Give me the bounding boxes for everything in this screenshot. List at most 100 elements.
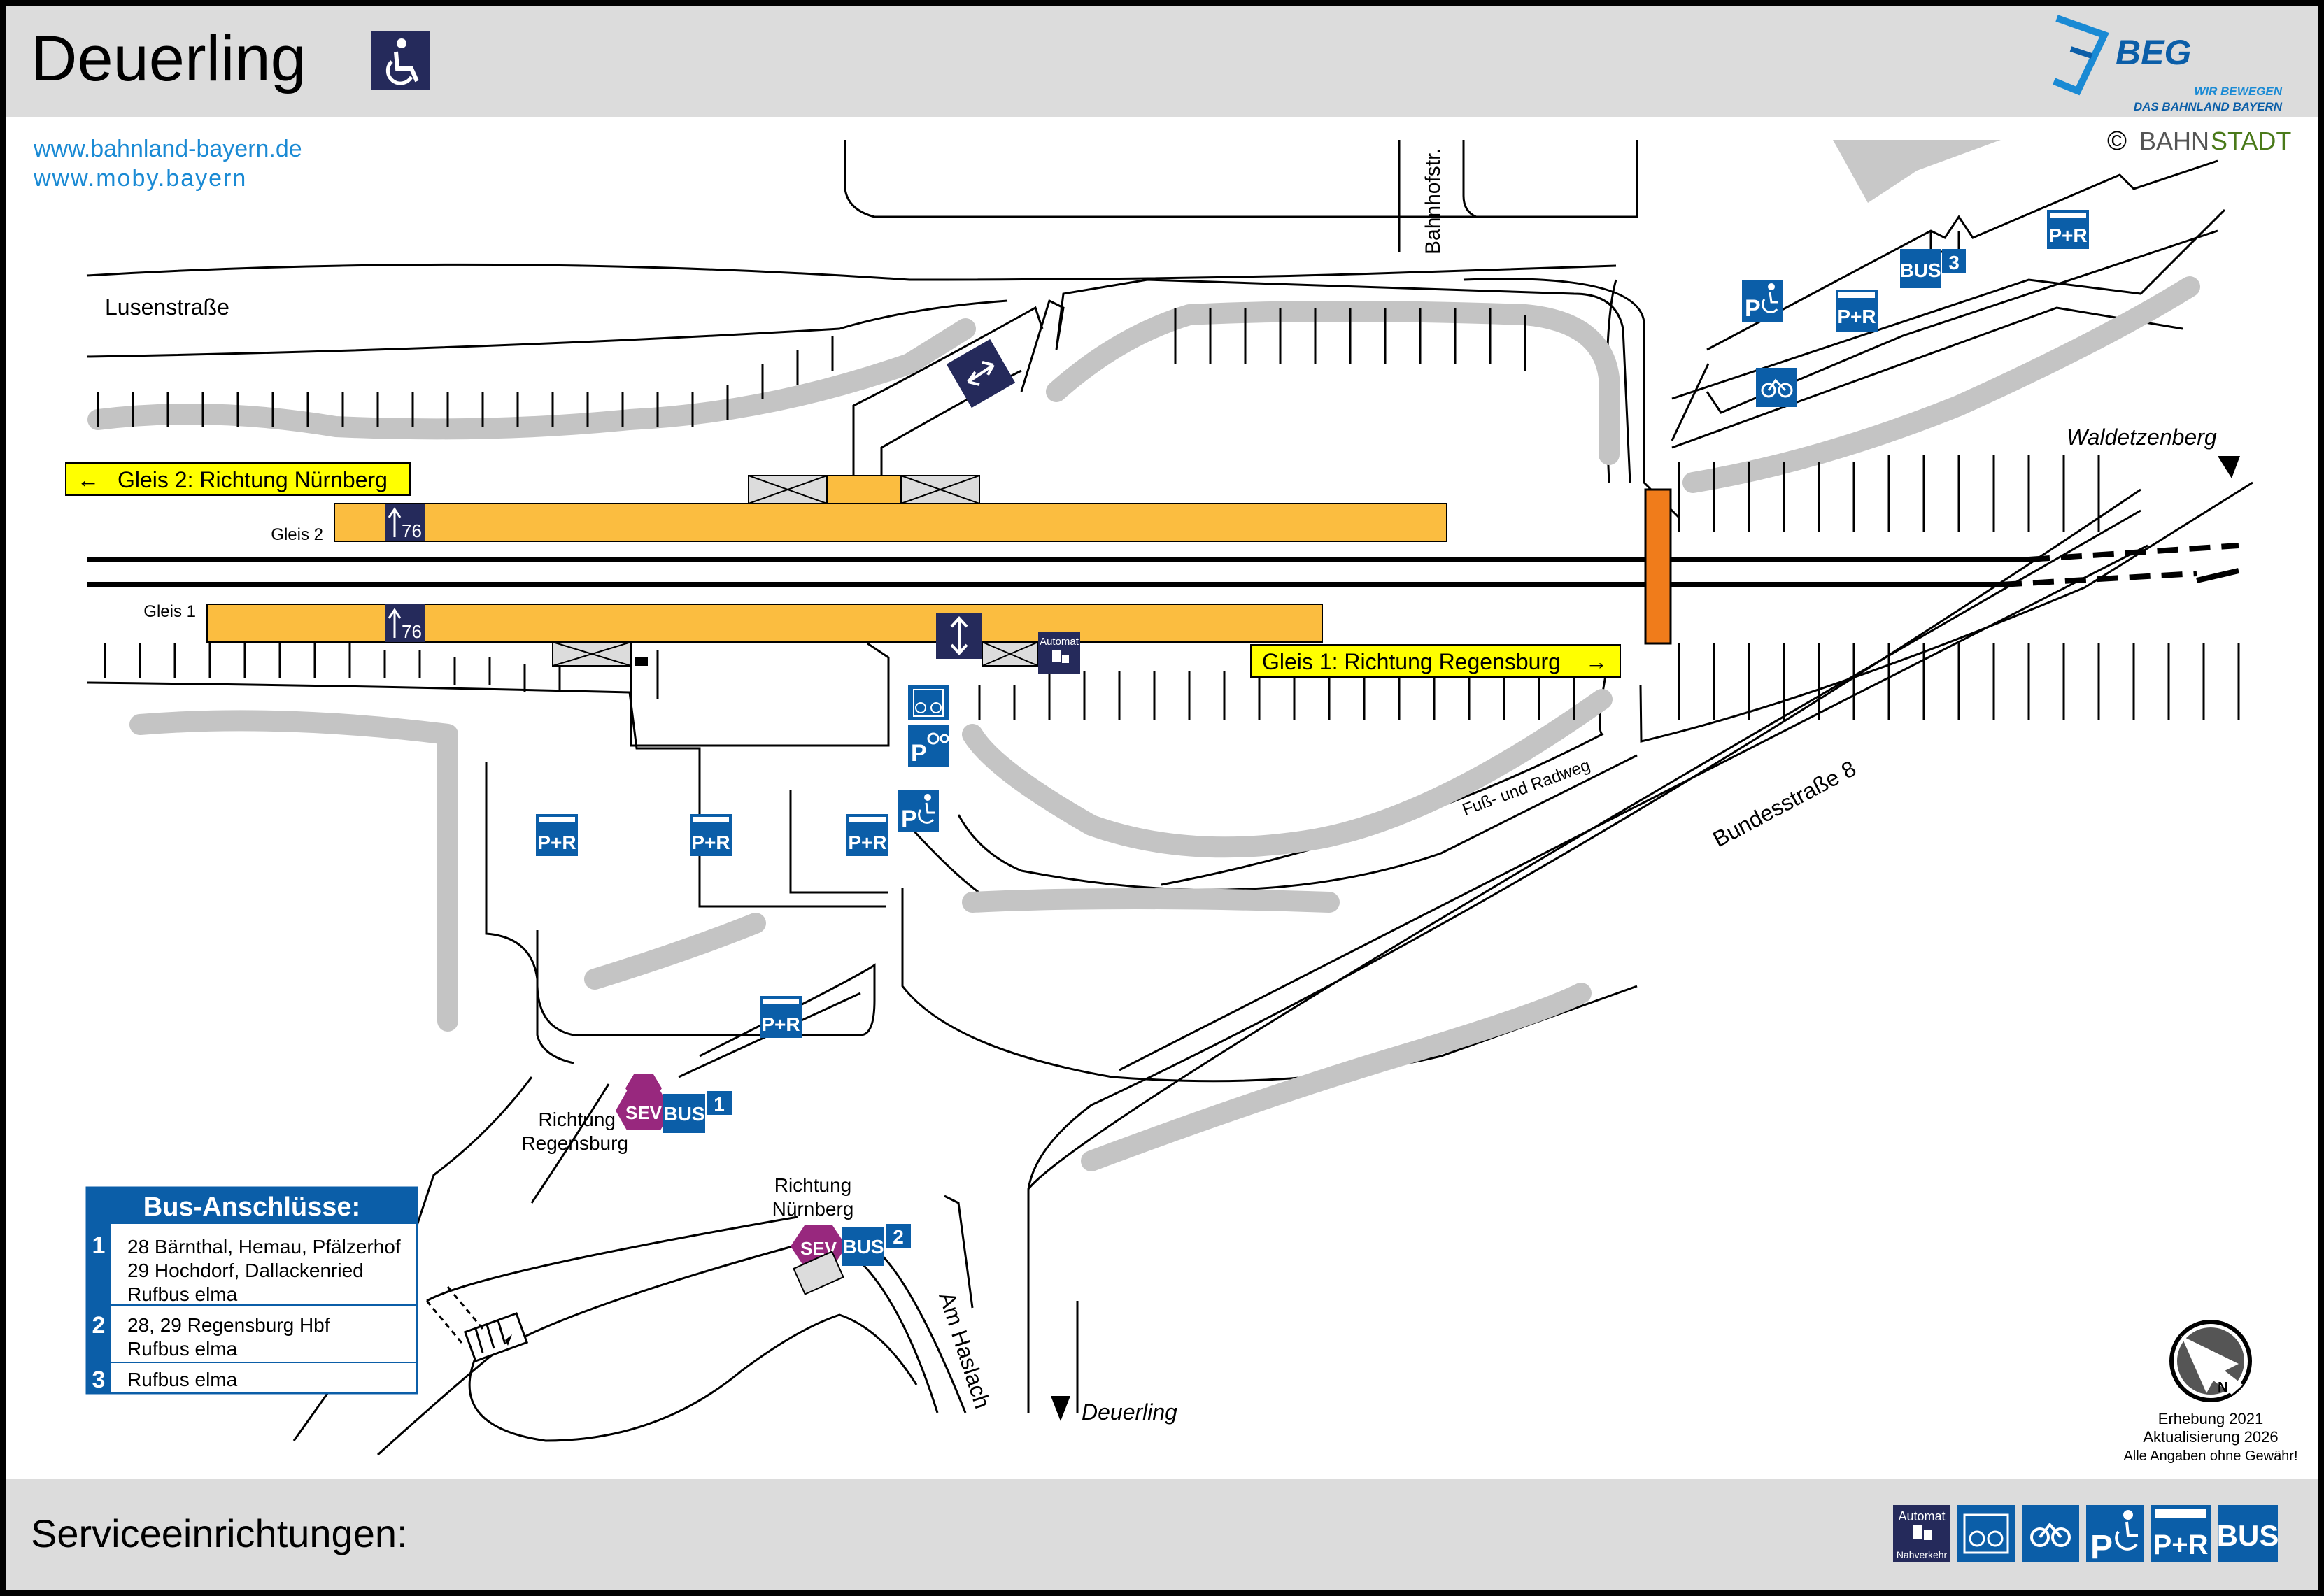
bus-connection-row: 1 28 Bärnthal, Hemau, Pfälzerhof 29 Hoch…	[92, 1232, 401, 1305]
svg-text:Gleis 1: Richtung Regensburg: Gleis 1: Richtung Regensburg	[1262, 649, 1561, 674]
svg-text:WIR BEWEGEN: WIR BEWEGEN	[2194, 85, 2282, 98]
svg-text:3: 3	[92, 1367, 106, 1393]
station-title: Deuerling	[31, 23, 306, 94]
svg-text:BUS: BUS	[1899, 259, 1941, 281]
platform-height-badge-1: 76	[385, 604, 425, 642]
accessible-parking-icon: P	[2086, 1505, 2144, 1566]
stairs-icon	[425, 1286, 529, 1362]
elevator-icon	[946, 339, 1016, 408]
platform-access-2	[826, 475, 902, 504]
beg-logo: BEG WIR BEWEGEN DAS BAHNLAND BAYERN	[2053, 15, 2283, 113]
bus-connections-panel: Bus-Anschlüsse: 1 28 Bärnthal, Hemau, Pf…	[85, 1186, 418, 1395]
gleis-1-label: Gleis 1	[143, 602, 196, 621]
bus-connections-title: Bus-Anschlüsse:	[143, 1192, 360, 1222]
elevator-icon-2	[936, 613, 982, 659]
north-arrow-icon: N	[2169, 1320, 2252, 1402]
svg-text:P+R: P+R	[2048, 225, 2087, 246]
svg-text:29 Hochdorf, Dallackenried: 29 Hochdorf, Dallackenried	[127, 1260, 364, 1281]
svg-text:P+R: P+R	[1837, 306, 1876, 327]
svg-text:BUS: BUS	[2217, 1519, 2279, 1552]
svg-text:©: ©	[2107, 127, 2127, 156]
service-facilities-title: Serviceeinrichtungen:	[31, 1511, 408, 1555]
svg-text:Rufbus elma: Rufbus elma	[127, 1369, 238, 1390]
svg-text:←: ←	[77, 467, 99, 492]
street-bahnhofstr: Bahnhofstr.	[1422, 148, 1445, 255]
bike-box-icon	[1957, 1505, 2015, 1562]
svg-text:P+R: P+R	[691, 832, 730, 853]
bus-stop-1-direction: Richtung	[538, 1109, 616, 1130]
svg-text:P+R: P+R	[761, 1013, 800, 1035]
park-and-ride-icon: P+R	[690, 814, 732, 856]
svg-text:Gleis 2: Richtung Nürnberg: Gleis 2: Richtung Nürnberg	[118, 467, 388, 492]
direction-arrow-waldetzenberg	[2218, 456, 2240, 478]
street-lusenstrasse: Lusenstraße	[105, 294, 229, 320]
svg-text:N: N	[2218, 1380, 2227, 1395]
direction-arrow-deuerling	[1051, 1396, 1070, 1421]
platform-gleis-2	[334, 503, 1447, 542]
svg-text:Automat: Automat	[1898, 1509, 1945, 1523]
bus-parking-edge-2	[1706, 229, 2218, 414]
svg-text:BAHN: BAHN	[2139, 127, 2209, 155]
bus-stop-2: SEV BUS 2	[791, 1224, 911, 1295]
svg-text:BEG: BEG	[2116, 33, 2191, 72]
svg-text:STADT: STADT	[2211, 127, 2291, 155]
svg-text:28 Bärnthal, Hemau, Pfälzerhof: 28 Bärnthal, Hemau, Pfälzerhof	[127, 1236, 401, 1257]
park-and-ride-icon: P+R	[760, 996, 802, 1038]
ticket-machine-icon: Automat	[1038, 632, 1080, 674]
svg-text:Rufbus elma: Rufbus elma	[127, 1338, 238, 1360]
motorbike-parking-icon: P	[908, 725, 949, 767]
svg-text:Rufbus elma: Rufbus elma	[127, 1283, 238, 1305]
bus-stop-2-destination: Nürnberg	[772, 1198, 854, 1220]
header-bar	[6, 6, 2318, 117]
bus-connection-row: 3 Rufbus elma	[92, 1367, 238, 1393]
bahnhofstr-loop	[1020, 278, 1631, 483]
bus-parking-edge	[1706, 159, 2218, 351]
survey-update: Aktualisierung 2026	[2143, 1428, 2278, 1446]
svg-text:BUS: BUS	[842, 1236, 884, 1257]
bus-stop-1-destination: Regensburg	[521, 1132, 628, 1154]
fence-ticks	[97, 308, 2240, 720]
park-and-ride-icon: P+R	[536, 814, 578, 856]
road-network	[86, 140, 2253, 1456]
bike-parking-icon	[1756, 368, 1797, 407]
bus-icon: BUS	[2217, 1505, 2279, 1562]
bus-stop-3-icon: BUS 3	[1899, 249, 1966, 288]
svg-text:P: P	[2090, 1529, 2113, 1566]
park-and-ride-icon: P+R	[2047, 210, 2089, 249]
gleis-2-direction-sign: ← Gleis 2: Richtung Nürnberg	[65, 462, 411, 496]
wheelchair-icon	[371, 31, 430, 90]
svg-text:Automat: Automat	[1040, 636, 1079, 648]
railway-tracks	[87, 543, 2239, 587]
svg-text:P: P	[1745, 295, 1761, 322]
svg-text:2: 2	[893, 1226, 904, 1248]
platform-gleis-1	[206, 604, 1323, 643]
bike-box-icon	[908, 685, 949, 720]
svg-text:→: →	[1585, 649, 1608, 674]
gleis-2-label: Gleis 2	[271, 525, 323, 544]
svg-text:3: 3	[1948, 252, 1960, 273]
station-building	[630, 642, 890, 747]
svg-text:DAS BAHNLAND BAYERN: DAS BAHNLAND BAYERN	[2134, 100, 2283, 113]
bus-connection-row: 2 28, 29 Regensburg Hbf Rufbus elma	[92, 1312, 330, 1360]
accessible-parking-icon: P	[1742, 280, 1783, 322]
survey-disclaimer: Alle Angaben ohne Gewähr!	[2123, 1448, 2297, 1464]
building-area	[1833, 140, 2001, 203]
svg-text:P+R: P+R	[848, 832, 886, 853]
svg-text:1: 1	[714, 1093, 725, 1115]
gleis-1-direction-sign: Gleis 1: Richtung Regensburg →	[1250, 644, 1621, 678]
svg-text:P: P	[901, 806, 917, 832]
svg-text:76: 76	[402, 621, 422, 642]
svg-text:1: 1	[92, 1232, 106, 1259]
link-bahnland-bayern[interactable]: www.bahnland-bayern.de	[33, 136, 302, 162]
ticket-machine-icon: Automat Nahverkehr	[1893, 1505, 1950, 1562]
svg-text:P+R: P+R	[2153, 1530, 2209, 1560]
park-and-ride-icon: P+R	[846, 814, 888, 856]
copyright-bahnstadt: © BAHN STADT	[2107, 127, 2291, 156]
link-moby-bayern[interactable]: www.moby.bayern	[33, 165, 247, 192]
svg-text:28, 29 Regensburg Hbf: 28, 29 Regensburg Hbf	[127, 1314, 330, 1336]
bike-parking-icon	[2022, 1505, 2079, 1562]
direction-deuerling: Deuerling	[1082, 1399, 1177, 1425]
vegetation	[87, 276, 2200, 1171]
platform-height-badge-2: 76	[385, 504, 425, 541]
service-legend: Automat Nahverkehr P P+R	[1893, 1505, 2279, 1566]
